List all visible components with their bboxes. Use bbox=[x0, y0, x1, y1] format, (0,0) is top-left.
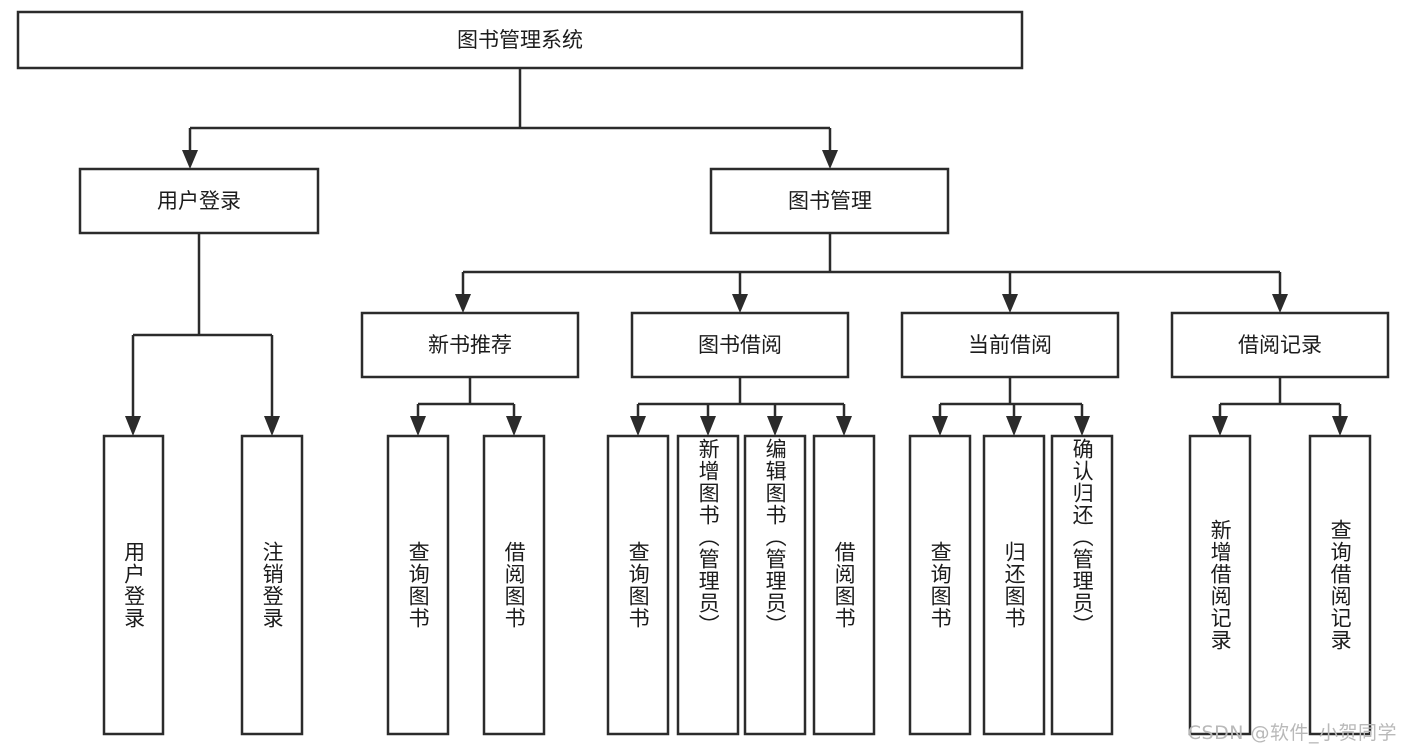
connectors-borrow-record bbox=[1212, 377, 1348, 436]
node-borrow-record-label: 借阅记录 bbox=[1238, 333, 1322, 357]
node-current-borrow-box[interactable] bbox=[900, 311, 1120, 379]
node-current-borrow[interactable]: 当前借阅 bbox=[900, 311, 1120, 379]
node-user-login-label: 用户登录 bbox=[157, 189, 241, 213]
node-leaf-user-login-box[interactable] bbox=[102, 434, 165, 736]
node-leaf-add-borrow-record-box[interactable] bbox=[1188, 434, 1252, 736]
arrowhead-borrow-record bbox=[1272, 294, 1288, 313]
arrowhead-leaf-edit-book bbox=[767, 416, 783, 436]
node-book-manage-box[interactable] bbox=[709, 167, 950, 235]
leaf-boxes bbox=[102, 434, 1372, 736]
arrowhead-leaf-add-borrow-record bbox=[1212, 416, 1228, 436]
node-book-borrow-label: 图书借阅 bbox=[698, 333, 782, 357]
node-root-box[interactable] bbox=[16, 10, 1024, 70]
node-book-borrow-box[interactable] bbox=[630, 311, 850, 379]
node-root-label: 图书管理系统 bbox=[457, 28, 583, 52]
node-leaf-edit-book-box[interactable] bbox=[743, 434, 807, 736]
connectors-new-book-recommend bbox=[410, 377, 522, 436]
arrowhead-leaf-query-book-borrow bbox=[630, 416, 646, 436]
node-leaf-query-book-current-box[interactable] bbox=[908, 434, 972, 736]
node-leaf-borrow-book-box[interactable] bbox=[812, 434, 876, 736]
node-leaf-confirm-return-box[interactable] bbox=[1050, 434, 1114, 736]
node-user-login-box[interactable] bbox=[78, 167, 320, 235]
arrowhead-book-manage bbox=[822, 150, 838, 169]
connectors-book-manage bbox=[455, 233, 1288, 313]
arrowhead-leaf-user-login bbox=[125, 416, 141, 436]
node-borrow-record-box[interactable] bbox=[1170, 311, 1390, 379]
node-book-borrow[interactable]: 图书借阅 bbox=[630, 311, 850, 379]
connectors-user-login bbox=[125, 233, 280, 436]
node-book-manage-label: 图书管理 bbox=[788, 189, 872, 213]
arrowhead-leaf-borrow-book bbox=[836, 416, 852, 436]
arrowhead-leaf-return-book bbox=[1006, 416, 1022, 436]
connectors-current-borrow bbox=[932, 377, 1090, 436]
arrowhead-leaf-confirm-return bbox=[1074, 416, 1090, 436]
node-leaf-user-logout-box[interactable] bbox=[240, 434, 304, 736]
node-new-book-recommend-label: 新书推荐 bbox=[428, 333, 512, 357]
arrowhead-new-book-recommend bbox=[455, 294, 471, 313]
arrowhead-leaf-query-borrow-record bbox=[1332, 416, 1348, 436]
node-leaf-query-borrow-record-box[interactable] bbox=[1308, 434, 1372, 736]
node-book-manage[interactable]: 图书管理 bbox=[709, 167, 950, 235]
node-root[interactable]: 图书管理系统 bbox=[16, 10, 1024, 70]
node-user-login[interactable]: 用户登录 bbox=[78, 167, 320, 235]
arrowhead-leaf-add-book bbox=[700, 416, 716, 436]
node-leaf-return-book-box[interactable] bbox=[982, 434, 1046, 736]
arrowhead-leaf-query-book-recommend bbox=[410, 416, 426, 436]
node-new-book-recommend[interactable]: 新书推荐 bbox=[360, 311, 580, 379]
arrowhead-user-login bbox=[182, 150, 198, 169]
node-leaf-borrow-book-recommend-box[interactable] bbox=[482, 434, 546, 736]
connectors-root bbox=[182, 68, 838, 169]
node-leaf-query-book-recommend-box[interactable] bbox=[386, 434, 450, 736]
arrowhead-current-borrow bbox=[1002, 294, 1018, 313]
arrowhead-book-borrow bbox=[732, 294, 748, 313]
csdn-watermark: CSDN @软件_小贺同学 bbox=[1187, 722, 1397, 744]
arrowhead-leaf-borrow-book-recommend bbox=[506, 416, 522, 436]
arrowhead-leaf-user-logout bbox=[264, 416, 280, 436]
node-leaf-add-book-box[interactable] bbox=[676, 434, 740, 736]
arrowhead-leaf-query-book-current bbox=[932, 416, 948, 436]
node-current-borrow-label: 当前借阅 bbox=[968, 333, 1052, 357]
node-borrow-record[interactable]: 借阅记录 bbox=[1170, 311, 1390, 379]
node-leaf-query-book-borrow-box[interactable] bbox=[606, 434, 670, 736]
node-new-book-recommend-box[interactable] bbox=[360, 311, 580, 379]
connectors-book-borrow bbox=[630, 377, 852, 436]
